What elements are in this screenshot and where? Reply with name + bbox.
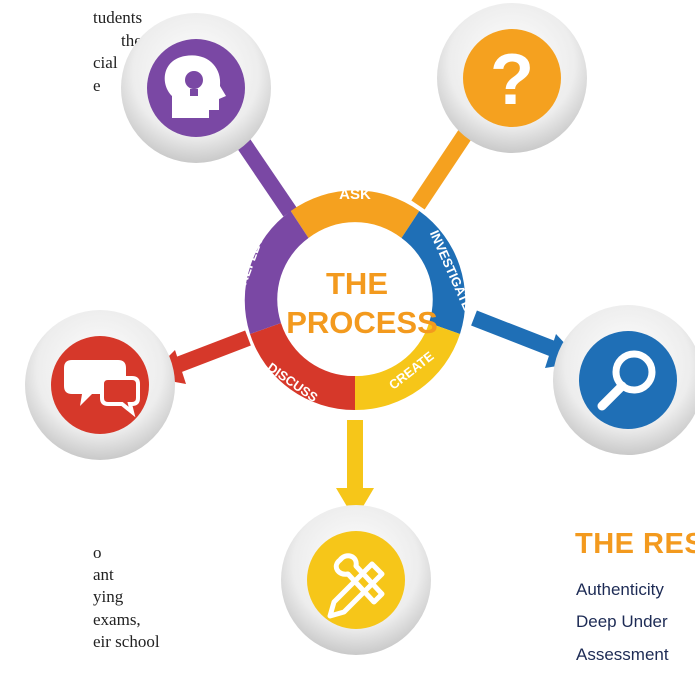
intro-fragment-3: cial	[93, 53, 118, 72]
speech-bubbles-icon	[64, 360, 140, 418]
results-item-deep-understanding: Deep Under	[576, 612, 668, 631]
create-icon-badge	[281, 505, 431, 655]
question-mark-icon: ?	[490, 40, 534, 120]
center-title-line1: THE	[326, 266, 388, 301]
results-item-authenticity: Authenticity	[576, 580, 664, 599]
intro-fragment-4: e	[93, 76, 101, 95]
outro-fragment-1: o	[93, 543, 102, 562]
pencil-brush-icon	[327, 553, 385, 619]
reflect-icon-badge	[121, 13, 271, 163]
results-title: THE RES	[575, 528, 695, 560]
magnifier-icon	[597, 350, 656, 411]
arrow-create	[336, 420, 374, 520]
intro-fragment-1: tudents	[93, 8, 143, 27]
ask-icon-badge: ?	[437, 3, 587, 153]
results-item-assessment: Assessment	[576, 645, 669, 664]
discuss-icon-badge	[25, 310, 175, 460]
center-title-line2: PROCESS	[286, 305, 438, 340]
segment-label-ask: ASK	[339, 186, 371, 203]
process-ring	[244, 190, 466, 411]
investigate-icon-badge	[553, 305, 695, 455]
outro-fragment-5: eir school	[93, 632, 160, 651]
outro-fragment-2: ant	[93, 565, 114, 584]
head-lightbulb-icon	[164, 55, 226, 118]
outro-fragment-4: exams,	[93, 610, 141, 629]
outro-fragment-3: ying	[93, 587, 124, 606]
